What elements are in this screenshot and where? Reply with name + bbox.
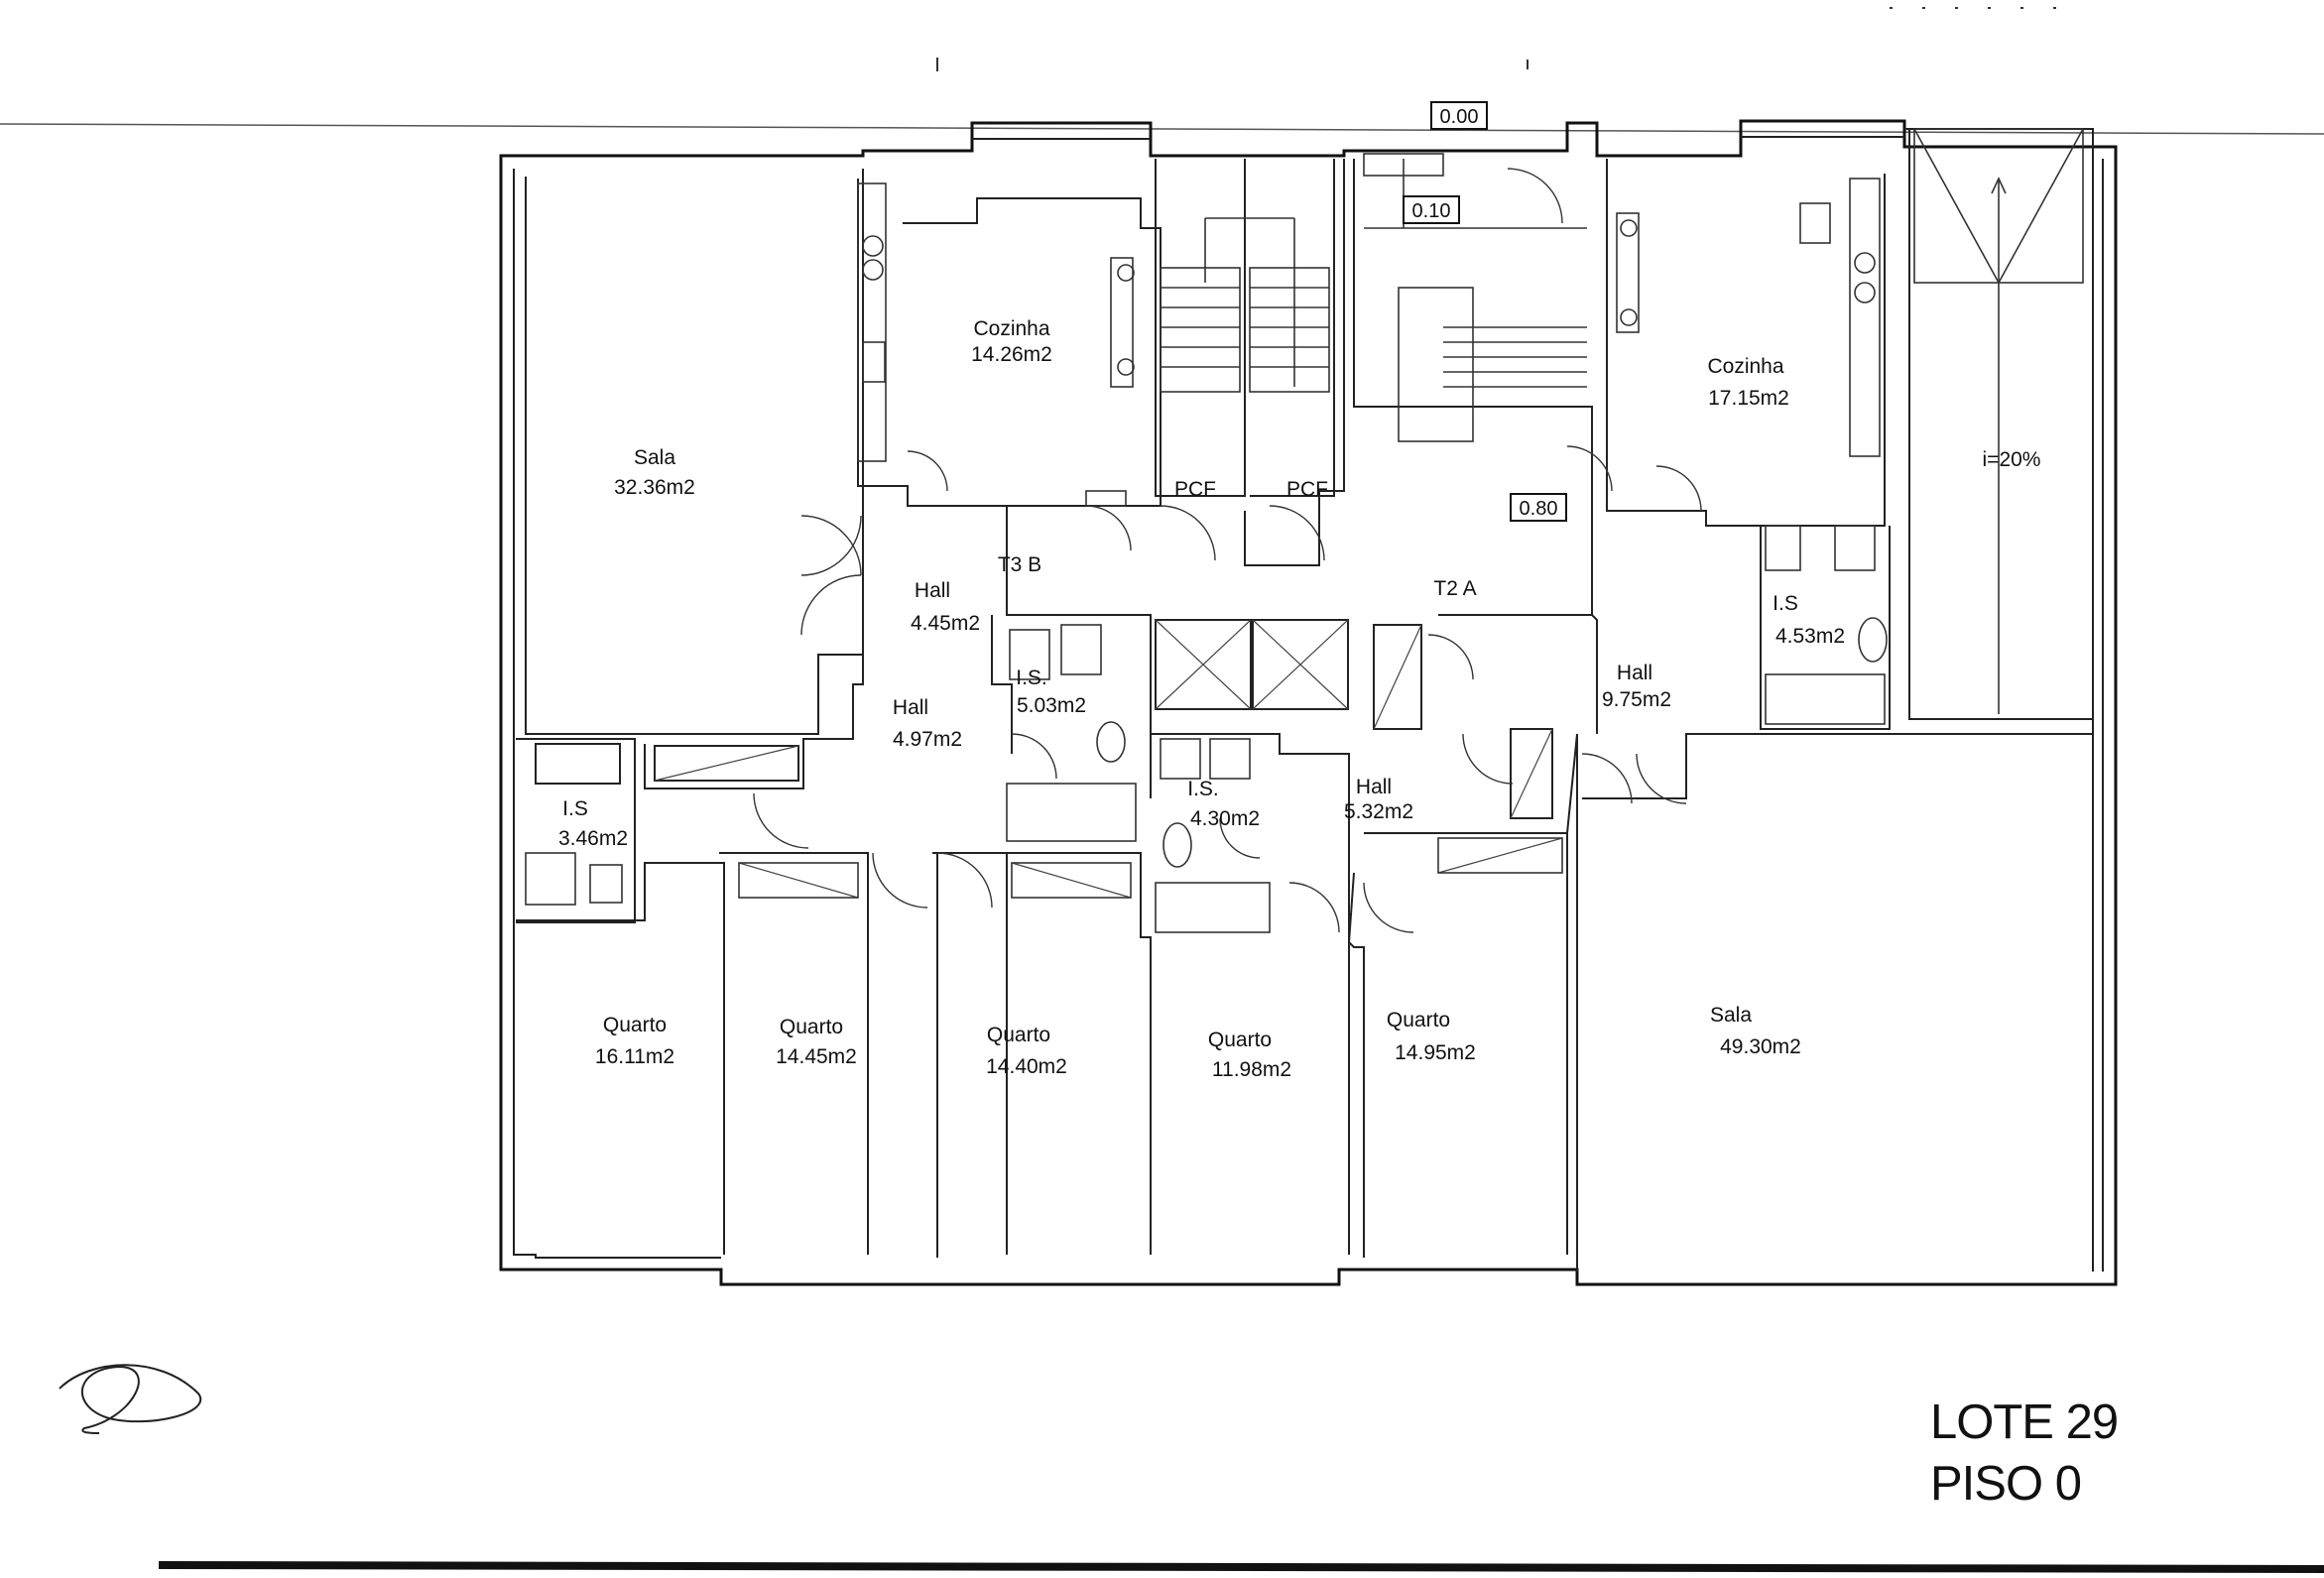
svg-text:4.30m2: 4.30m2: [1190, 807, 1260, 830]
fixtures: [525, 178, 1888, 933]
svg-text:I.S.: I.S.: [1187, 778, 1219, 800]
svg-text:16.11m2: 16.11m2: [595, 1045, 674, 1068]
tag-pcf-1: PCF: [1174, 478, 1216, 501]
svg-text:I.S.: I.S.: [1016, 667, 1047, 689]
svg-text:14.40m2: 14.40m2: [986, 1055, 1067, 1078]
stairs: [1160, 153, 1587, 442]
svg-text:4.45m2: 4.45m2: [911, 612, 980, 635]
svg-text:17.15m2: 17.15m2: [1708, 387, 1789, 410]
svg-text:49.30m2: 49.30m2: [1720, 1035, 1801, 1058]
level-marker-0-10: 0.10: [1403, 195, 1460, 224]
svg-text:Hall: Hall: [893, 696, 928, 719]
room-quarto-5: Quarto 14.95m2: [1387, 1009, 1476, 1064]
signature-mark: [59, 1364, 202, 1434]
drawing-title-piso: PISO 0: [1930, 1457, 2082, 1511]
svg-text:5.03m2: 5.03m2: [1017, 694, 1086, 717]
svg-text:14.45m2: 14.45m2: [776, 1045, 857, 1068]
room-sala-left: Sala 32.36m2: [614, 446, 695, 499]
svg-text:5.32m2: 5.32m2: [1344, 800, 1413, 823]
svg-text:I.S: I.S: [562, 797, 588, 820]
level-marker-0-00: 0.00: [1430, 101, 1488, 130]
tag-ramp-slope: i=20%: [1983, 448, 2041, 471]
svg-text:Quarto: Quarto: [603, 1014, 667, 1036]
level-marker-0-80: 0.80: [1510, 493, 1567, 522]
svg-text:Sala: Sala: [634, 446, 675, 469]
svg-text:3.46m2: 3.46m2: [558, 827, 628, 850]
svg-text:Quarto: Quarto: [1208, 1029, 1272, 1051]
room-quarto-4: Quarto 11.98m2: [1208, 1029, 1291, 1081]
room-quarto-3: Quarto 14.40m2: [986, 1024, 1067, 1078]
svg-text:Sala: Sala: [1710, 1004, 1752, 1027]
drawing-title-lote: LOTE 29: [1930, 1396, 2119, 1449]
tag-pcf-2: PCF: [1286, 478, 1328, 501]
reference-lines: [0, 7, 2324, 1573]
svg-text:0.00: 0.00: [1440, 106, 1479, 128]
svg-text:0.10: 0.10: [1412, 200, 1451, 222]
room-cozinha-right: Cozinha 17.15m2: [1707, 355, 1788, 410]
svg-text:Hall: Hall: [1617, 662, 1652, 684]
room-is-left: I.S 3.46m2: [558, 797, 628, 850]
door-swings: [753, 168, 1702, 933]
svg-text:4.97m2: 4.97m2: [893, 728, 962, 751]
room-hall-t3b-2: Hall 4.97m2: [893, 696, 962, 751]
svg-text:14.95m2: 14.95m2: [1395, 1041, 1476, 1064]
tag-apartment-t3b: T3 B: [998, 553, 1041, 576]
room-cozinha-left: Cozinha 14.26m2: [971, 317, 1052, 366]
svg-text:Hall: Hall: [1356, 776, 1392, 798]
shaft-hatching: [654, 619, 1563, 899]
room-is-left-center: I.S. 5.03m2: [1016, 667, 1086, 717]
svg-text:11.98m2: 11.98m2: [1212, 1058, 1291, 1081]
room-is-right: I.S 4.53m2: [1773, 592, 1845, 648]
svg-text:9.75m2: 9.75m2: [1602, 688, 1671, 711]
svg-text:I.S: I.S: [1773, 592, 1798, 615]
svg-text:0.80: 0.80: [1520, 498, 1558, 520]
room-sala-right: Sala 49.30m2: [1710, 1004, 1801, 1058]
svg-text:Hall: Hall: [915, 579, 950, 602]
svg-text:Cozinha: Cozinha: [973, 317, 1049, 340]
svg-text:Quarto: Quarto: [1387, 1009, 1450, 1032]
svg-text:14.26m2: 14.26m2: [971, 343, 1052, 366]
svg-text:Cozinha: Cozinha: [1707, 355, 1783, 378]
room-hall-t2a-small: Hall 5.32m2: [1344, 776, 1413, 823]
svg-text:Quarto: Quarto: [780, 1016, 843, 1038]
ramp: [1908, 128, 2094, 720]
room-hall-t3b-1: Hall 4.45m2: [911, 579, 980, 635]
room-is-center: I.S. 4.30m2: [1187, 778, 1260, 830]
svg-text:32.36m2: 32.36m2: [614, 476, 695, 499]
room-quarto-1: Quarto 16.11m2: [595, 1014, 674, 1068]
tag-apartment-t2a: T2 A: [1433, 577, 1476, 600]
room-hall-t2a: Hall 9.75m2: [1602, 662, 1671, 711]
room-quarto-2: Quarto 14.45m2: [776, 1016, 857, 1068]
svg-text:Quarto: Quarto: [987, 1024, 1050, 1046]
interior-walls: [516, 159, 2093, 1272]
svg-text:4.53m2: 4.53m2: [1775, 625, 1845, 648]
